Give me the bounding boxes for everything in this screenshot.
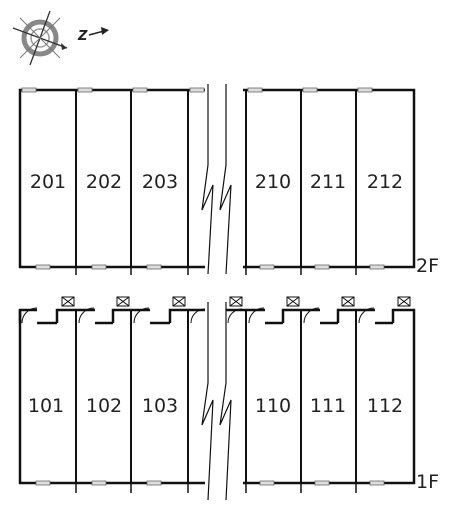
unit-102: 102: [86, 395, 122, 417]
compass-north-label: Z: [77, 29, 88, 44]
floor-2f: 201 202 203 210 211 212 2F: [18, 84, 439, 277]
floor-label-1f: 1F: [416, 471, 439, 493]
unit-212: 212: [367, 171, 403, 193]
unit-210: 210: [255, 171, 291, 193]
floor-1f: 101 102 103 110 111 112 1F: [18, 296, 439, 501]
meter-box-icon: [61, 296, 411, 307]
unit-111: 111: [310, 395, 346, 417]
unit-103: 103: [142, 395, 178, 417]
unit-110: 110: [255, 395, 291, 417]
compass-arrow-icon: [88, 27, 109, 36]
unit-203: 203: [142, 171, 178, 193]
unit-112: 112: [367, 395, 403, 417]
unit-211: 211: [310, 171, 346, 193]
unit-202: 202: [86, 171, 122, 193]
unit-101: 101: [28, 395, 64, 417]
floor-label-2f: 2F: [416, 255, 439, 277]
compass-icon: [12, 10, 68, 66]
unit-201: 201: [30, 171, 66, 193]
